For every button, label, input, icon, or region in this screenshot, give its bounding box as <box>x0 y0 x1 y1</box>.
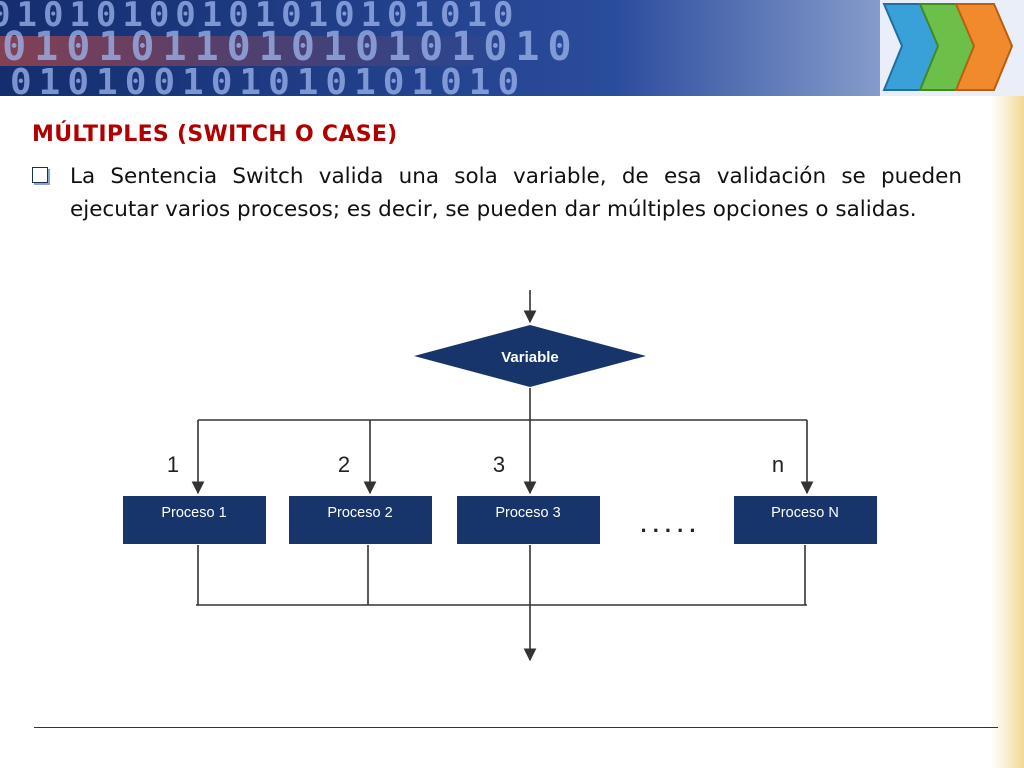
switch-flowchart: Variable 1 2 3 n Proceso 1 Proceso 2 Pro… <box>123 290 877 662</box>
process-label-3: Proceso 3 <box>495 505 560 521</box>
process-label-2: Proceso 2 <box>327 505 392 521</box>
header-banner: 01010100101010101010 1010101101010101010… <box>0 0 1024 96</box>
decision-diamond <box>414 325 646 387</box>
chevron-orange-icon <box>954 3 1014 91</box>
banner-chevrons <box>882 3 1014 91</box>
bullet-text: La Sentencia Switch valida una sola vari… <box>70 164 962 222</box>
case-label-3: 3 <box>493 452 505 477</box>
banner-glow <box>0 36 520 66</box>
bullet-item: La Sentencia Switch valida una sola vari… <box>32 160 962 226</box>
process-label-1: Proceso 1 <box>161 505 226 521</box>
case-label-n: n <box>772 452 784 477</box>
process-boxes: Proceso 1 Proceso 2 Proceso 3 Proceso N <box>123 496 877 544</box>
branch-ellipsis: . . . . . <box>640 512 695 537</box>
decision-node: Variable <box>414 325 646 387</box>
decision-label: Variable <box>501 349 559 366</box>
banner-digits-row-1: 01010100101010101010 <box>0 0 519 35</box>
process-label-n: Proceso N <box>771 505 839 521</box>
banner-digits-row-2: 1010101101010101010 <box>0 24 580 70</box>
flowchart-connectors <box>191 290 814 662</box>
process-box-2: Proceso 2 <box>289 496 432 544</box>
case-labels: 1 2 3 n <box>167 452 784 477</box>
banner-digits: 01010100101010101010 1010101101010101010… <box>0 0 580 96</box>
process-box-n: Proceso N <box>734 496 877 544</box>
banner-digits-row-3: 010100101010101010 <box>10 62 526 96</box>
case-label-1: 1 <box>167 452 179 477</box>
process-box-1: Proceso 1 <box>123 496 266 544</box>
checkbox-bullet-icon <box>32 167 48 183</box>
slide-title: MÚLTIPLES (SWITCH O CASE) <box>32 122 398 147</box>
process-box-3: Proceso 3 <box>457 496 600 544</box>
side-decoration-stripe <box>990 96 1024 768</box>
footer-divider <box>34 727 998 728</box>
case-label-2: 2 <box>338 452 350 477</box>
